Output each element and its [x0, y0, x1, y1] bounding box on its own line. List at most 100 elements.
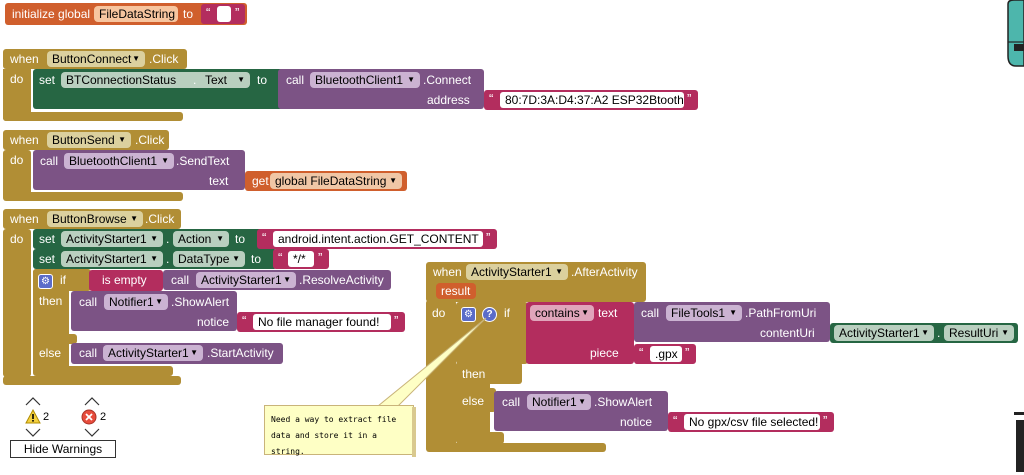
if-label: if	[504, 306, 510, 320]
global-init-string-block[interactable]: “ ”	[201, 4, 245, 24]
mutator-gear-icon[interactable]: ⚙	[38, 274, 53, 289]
call-sendtext-block[interactable]: call BluetoothClient1▼ .SendText text	[33, 150, 245, 190]
event-button-browse-foot	[3, 376, 181, 385]
datatype-string[interactable]: */*	[288, 251, 314, 267]
call-showalert-block[interactable]: call Notifier1▼ .ShowAlert notice	[71, 291, 237, 331]
contains-dropdown[interactable]: contains▼	[530, 305, 594, 321]
warning-nav-up-icon[interactable]	[25, 397, 41, 406]
error-nav-down-icon[interactable]	[84, 428, 100, 437]
bt-status-dropdown[interactable]: BTConnectionStatus▼	[61, 72, 225, 88]
get-global-block[interactable]: get global FileDataString▼	[245, 171, 407, 191]
no-file-manager-string[interactable]: No file manager found!	[253, 314, 391, 330]
notifier-dropdown[interactable]: Notifier1▼	[527, 394, 591, 410]
global-init-block[interactable]: initialize global FileDataString to “ ”	[5, 3, 247, 25]
bluetooth-client-dropdown[interactable]: BluetoothClient1▼	[310, 72, 420, 88]
gpx-string-block[interactable]: “ .gpx ”	[634, 344, 696, 364]
call-connect-block[interactable]: call BluetoothClient1▼ .Connect address	[278, 69, 484, 109]
do-label: do	[10, 153, 24, 167]
event-button-send-body: do	[3, 150, 31, 200]
no-gpx-string[interactable]: No gpx/csv file selected!	[684, 414, 820, 430]
to-label: to	[235, 232, 246, 246]
showalert-method-label: .ShowAlert	[594, 395, 653, 409]
button-send-dropdown[interactable]: ButtonSend▼	[47, 132, 131, 148]
activity-starter-dropdown[interactable]: ActivityStarter1▼	[103, 345, 203, 361]
address-string[interactable]: 80:7D:3A:D4:37:A2 ESP32Btooth	[500, 92, 684, 108]
no-gpx-string-block[interactable]: “ No gpx/csv file selected! ”	[668, 412, 834, 432]
warning-nav-down-icon[interactable]	[25, 428, 41, 437]
then-label: then	[39, 294, 63, 308]
button-browse-dropdown[interactable]: ButtonBrowse▼	[47, 211, 143, 227]
call-label: call	[641, 306, 660, 320]
if-contains-block[interactable]: ⚙ ? if	[456, 302, 528, 364]
to-label: to	[257, 73, 268, 87]
filetools-dropdown[interactable]: FileTools1▼	[666, 305, 742, 321]
comment-line-2: data and store it in a string.	[271, 431, 377, 456]
action-prop-dropdown[interactable]: Action▼	[173, 231, 229, 247]
event-button-connect[interactable]: when ButtonConnect▼ .Click	[3, 49, 187, 69]
activity-starter-dropdown[interactable]: ActivityStarter1▼	[466, 264, 568, 280]
contains-text-block[interactable]: contains▼ text piece	[526, 302, 634, 364]
notice-param-label: notice	[620, 415, 653, 429]
datatype-string-block[interactable]: “ */* ”	[273, 249, 329, 269]
set-label: set	[39, 73, 56, 87]
if-block-foot	[33, 366, 173, 376]
help-icon[interactable]: ?	[482, 307, 497, 322]
warning-count: 2	[43, 411, 50, 423]
else-label: else	[39, 346, 62, 360]
address-param-label: address	[427, 93, 470, 107]
activity-starter-dropdown[interactable]: ActivityStarter1▼	[196, 272, 296, 288]
activity-starter-dropdown[interactable]: ActivityStarter1▼	[61, 251, 163, 267]
button-connect-dropdown[interactable]: ButtonConnect▼	[47, 51, 145, 67]
call-startactivity-block[interactable]: call ActivityStarter1▼ .StartActivity	[71, 343, 283, 364]
do-label: do	[432, 306, 446, 320]
bluetooth-client-dropdown[interactable]: BluetoothClient1▼	[64, 153, 174, 169]
global-var-name[interactable]: FileDataString	[94, 6, 178, 22]
action-string[interactable]: android.intent.action.GET_CONTENT	[273, 231, 483, 247]
comment-shadow	[412, 407, 416, 457]
notifier-dropdown[interactable]: Notifier1▼	[104, 294, 168, 310]
event-after-activity-foot	[426, 443, 606, 452]
mutator-gear-icon[interactable]: ⚙	[461, 307, 476, 322]
set-datatype-block[interactable]: set ActivityStarter1▼ . DataType▼ to	[33, 249, 277, 269]
sendtext-method-label: .SendText	[176, 154, 230, 168]
comment-bubble[interactable]: Need a way to extract file data and stor…	[264, 405, 414, 456]
resulturi-getter-block[interactable]: ActivityStarter1▼ . ResultUri▼	[830, 323, 1018, 343]
set-bt-status-block[interactable]: set BTConnectionStatus▼ . Text▼ to	[33, 69, 283, 109]
global-var-dropdown[interactable]: global FileDataString▼	[270, 173, 402, 189]
call-label: call	[171, 273, 190, 287]
activity-starter-dropdown[interactable]: ActivityStarter1▼	[61, 231, 163, 247]
event-after-activity[interactable]: when ActivityStarter1▼ .AfterActivity re…	[426, 262, 646, 302]
text-prop-dropdown[interactable]: Text▼	[200, 72, 250, 88]
is-empty-label: is empty	[102, 273, 147, 287]
event-button-browse[interactable]: when ButtonBrowse▼ .Click	[3, 209, 181, 229]
activity-starter-dropdown[interactable]: ActivityStarter1▼	[834, 325, 934, 341]
result-param[interactable]: result	[436, 283, 476, 299]
datatype-prop-dropdown[interactable]: DataType▼	[173, 251, 245, 267]
global-init-string[interactable]	[217, 6, 231, 22]
call-resolve-block[interactable]: call ActivityStarter1▼ .ResolveActivity	[163, 270, 391, 290]
is-empty-block[interactable]: is empty	[89, 270, 163, 291]
set-label: set	[39, 232, 56, 246]
action-string-block[interactable]: “ android.intent.action.GET_CONTENT ”	[257, 229, 497, 249]
contenturi-param-label: contentUri	[760, 326, 815, 340]
error-nav-up-icon[interactable]	[84, 397, 100, 406]
set-action-block[interactable]: set ActivityStarter1▼ . Action▼ to	[33, 229, 263, 249]
backpack-icon[interactable]	[1002, 0, 1024, 68]
comment-line-1: Need a way to extract file	[271, 415, 397, 424]
trash-icon[interactable]	[1012, 412, 1024, 472]
event-button-browse-body: do	[3, 229, 31, 377]
then-label: then	[462, 367, 486, 381]
no-file-manager-string-block[interactable]: “ No file manager found! ”	[237, 312, 405, 332]
address-string-block[interactable]: “ 80:7D:3A:D4:37:A2 ESP32Btooth ”	[484, 90, 698, 110]
hide-warnings-button[interactable]: Hide Warnings	[10, 440, 116, 458]
event-after-activity-body: do	[426, 300, 456, 450]
event-button-send[interactable]: when ButtonSend▼ .Click	[3, 130, 169, 150]
resulturi-prop-dropdown[interactable]: ResultUri▼	[944, 325, 1014, 341]
event-click-label: .Click	[135, 133, 165, 147]
call-showalert-block[interactable]: call Notifier1▼ .ShowAlert notice	[494, 391, 668, 431]
call-label: call	[286, 73, 305, 87]
resolve-method-label: .ResolveActivity	[299, 273, 384, 287]
gpx-string[interactable]: .gpx	[650, 346, 682, 362]
call-pathfromuri-block[interactable]: call FileTools1▼ .PathFromUri contentUri	[634, 302, 830, 342]
when-label: when	[10, 52, 39, 66]
